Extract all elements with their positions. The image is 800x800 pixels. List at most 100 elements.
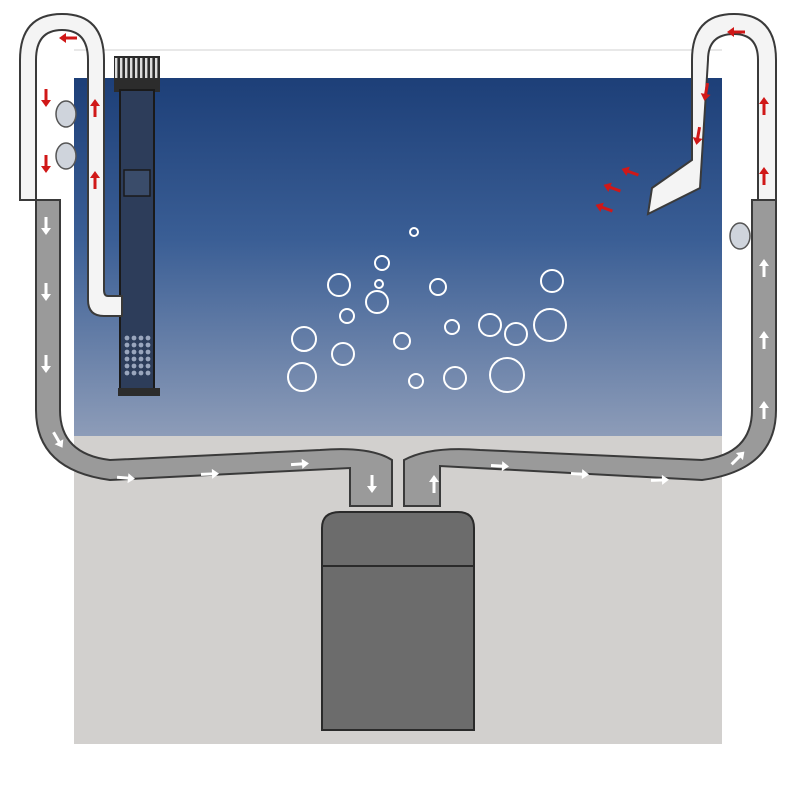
bubble	[443, 366, 467, 390]
strainer-hole	[131, 335, 137, 341]
air-flow-arrow	[41, 89, 51, 107]
strainer-hole	[138, 363, 144, 369]
strainer-hole	[145, 370, 151, 376]
strainer-tooth	[135, 58, 138, 78]
air-flow-arrow	[595, 202, 613, 213]
bubble	[504, 322, 528, 346]
water-flow-arrow	[290, 458, 309, 469]
bubble	[331, 342, 355, 366]
strainer-hole	[138, 342, 144, 348]
bubble	[533, 308, 567, 342]
air-flow-arrow	[603, 182, 621, 193]
intake-pipe	[19, 12, 393, 507]
suction-cup-left-1	[55, 100, 77, 128]
outlet-pipe-air-section	[646, 12, 777, 216]
water-flow-arrow	[367, 475, 377, 493]
air-flow-arrow	[759, 97, 769, 115]
water-flow-arrow	[759, 331, 769, 349]
strainer-hole	[124, 335, 130, 341]
water-flow-arrow	[52, 431, 64, 448]
strainer-tooth	[125, 58, 128, 78]
bubble	[327, 273, 351, 297]
outlet-pipe-water-section	[403, 199, 777, 507]
air-flow-arrow	[59, 33, 77, 43]
strainer-window	[123, 169, 151, 197]
water-flow-arrow	[41, 355, 51, 373]
strainer-hole	[138, 356, 144, 362]
strainer-hole	[124, 349, 130, 355]
water-flow-arrow	[570, 469, 589, 480]
flow-arrows	[41, 27, 769, 493]
strainer-holes	[124, 335, 151, 376]
bubble	[339, 308, 355, 324]
strainer-hole	[131, 370, 137, 376]
strainer-hole	[138, 335, 144, 341]
strainer-tooth	[145, 58, 148, 78]
suction-cup-left-2	[55, 142, 77, 170]
bubble	[365, 290, 389, 314]
aquarium-water	[74, 78, 722, 436]
strainer-foot	[118, 388, 160, 396]
water-flow-arrow	[759, 259, 769, 277]
strainer-hole	[145, 335, 151, 341]
air-flow-arrow	[692, 126, 703, 145]
intake-pipe-air-section	[19, 12, 123, 317]
bubble	[287, 362, 317, 392]
strainer-hole	[145, 342, 151, 348]
strainer-hole	[124, 370, 130, 376]
bubbles	[287, 227, 567, 393]
strainer-hole	[131, 342, 137, 348]
suction-cup-right	[729, 222, 751, 250]
canister-filter	[321, 511, 475, 731]
strainer-tooth	[140, 58, 143, 78]
strainer-tooth	[130, 58, 133, 78]
bubble	[393, 332, 411, 350]
intake-pipe-water-section	[35, 199, 393, 507]
water-flow-arrow	[116, 473, 135, 484]
strainer-hole	[145, 363, 151, 369]
air-flow-arrow	[727, 27, 745, 37]
air-flow-arrow	[90, 99, 100, 117]
strainer-tooth	[150, 58, 153, 78]
water-flow-arrow	[759, 401, 769, 419]
suction-cups	[55, 100, 751, 250]
air-flow-arrow	[41, 155, 51, 173]
canister-body	[321, 511, 475, 731]
air-flow-arrow	[700, 82, 711, 101]
strainer-hole	[124, 342, 130, 348]
water-flow-arrow	[650, 474, 669, 485]
strainer-tooth	[120, 58, 123, 78]
strainer-hole	[124, 356, 130, 362]
bubble	[291, 326, 317, 352]
air-flow-arrow	[621, 166, 639, 177]
bubble	[540, 269, 564, 293]
air-flow-arrow	[90, 171, 100, 189]
water-flow-arrow	[429, 475, 439, 493]
strainer-hole	[131, 363, 137, 369]
strainer-hole	[145, 349, 151, 355]
water-flow-arrow	[41, 217, 51, 235]
strainer-hole	[131, 356, 137, 362]
intake-strainer	[114, 56, 160, 396]
water-flow-arrow	[490, 461, 509, 472]
bubble	[374, 279, 384, 289]
bubble	[489, 357, 525, 393]
strainer-tooth	[115, 58, 118, 78]
water-flow-arrow	[41, 283, 51, 301]
bubble	[429, 278, 447, 296]
strainer-hole	[145, 356, 151, 362]
outlet-pipe	[403, 12, 777, 507]
strainer-teeth	[115, 58, 158, 78]
strainer-hole	[131, 349, 137, 355]
bubble	[408, 373, 424, 389]
bubble	[409, 227, 419, 237]
bubble	[374, 255, 390, 271]
bubble	[478, 313, 502, 337]
bubble	[444, 319, 460, 335]
air-flow-arrow	[759, 167, 769, 185]
strainer-hole	[138, 370, 144, 376]
strainer-hole	[124, 363, 130, 369]
water-flow-arrow	[200, 468, 219, 479]
water-flow-arrow	[730, 451, 745, 466]
